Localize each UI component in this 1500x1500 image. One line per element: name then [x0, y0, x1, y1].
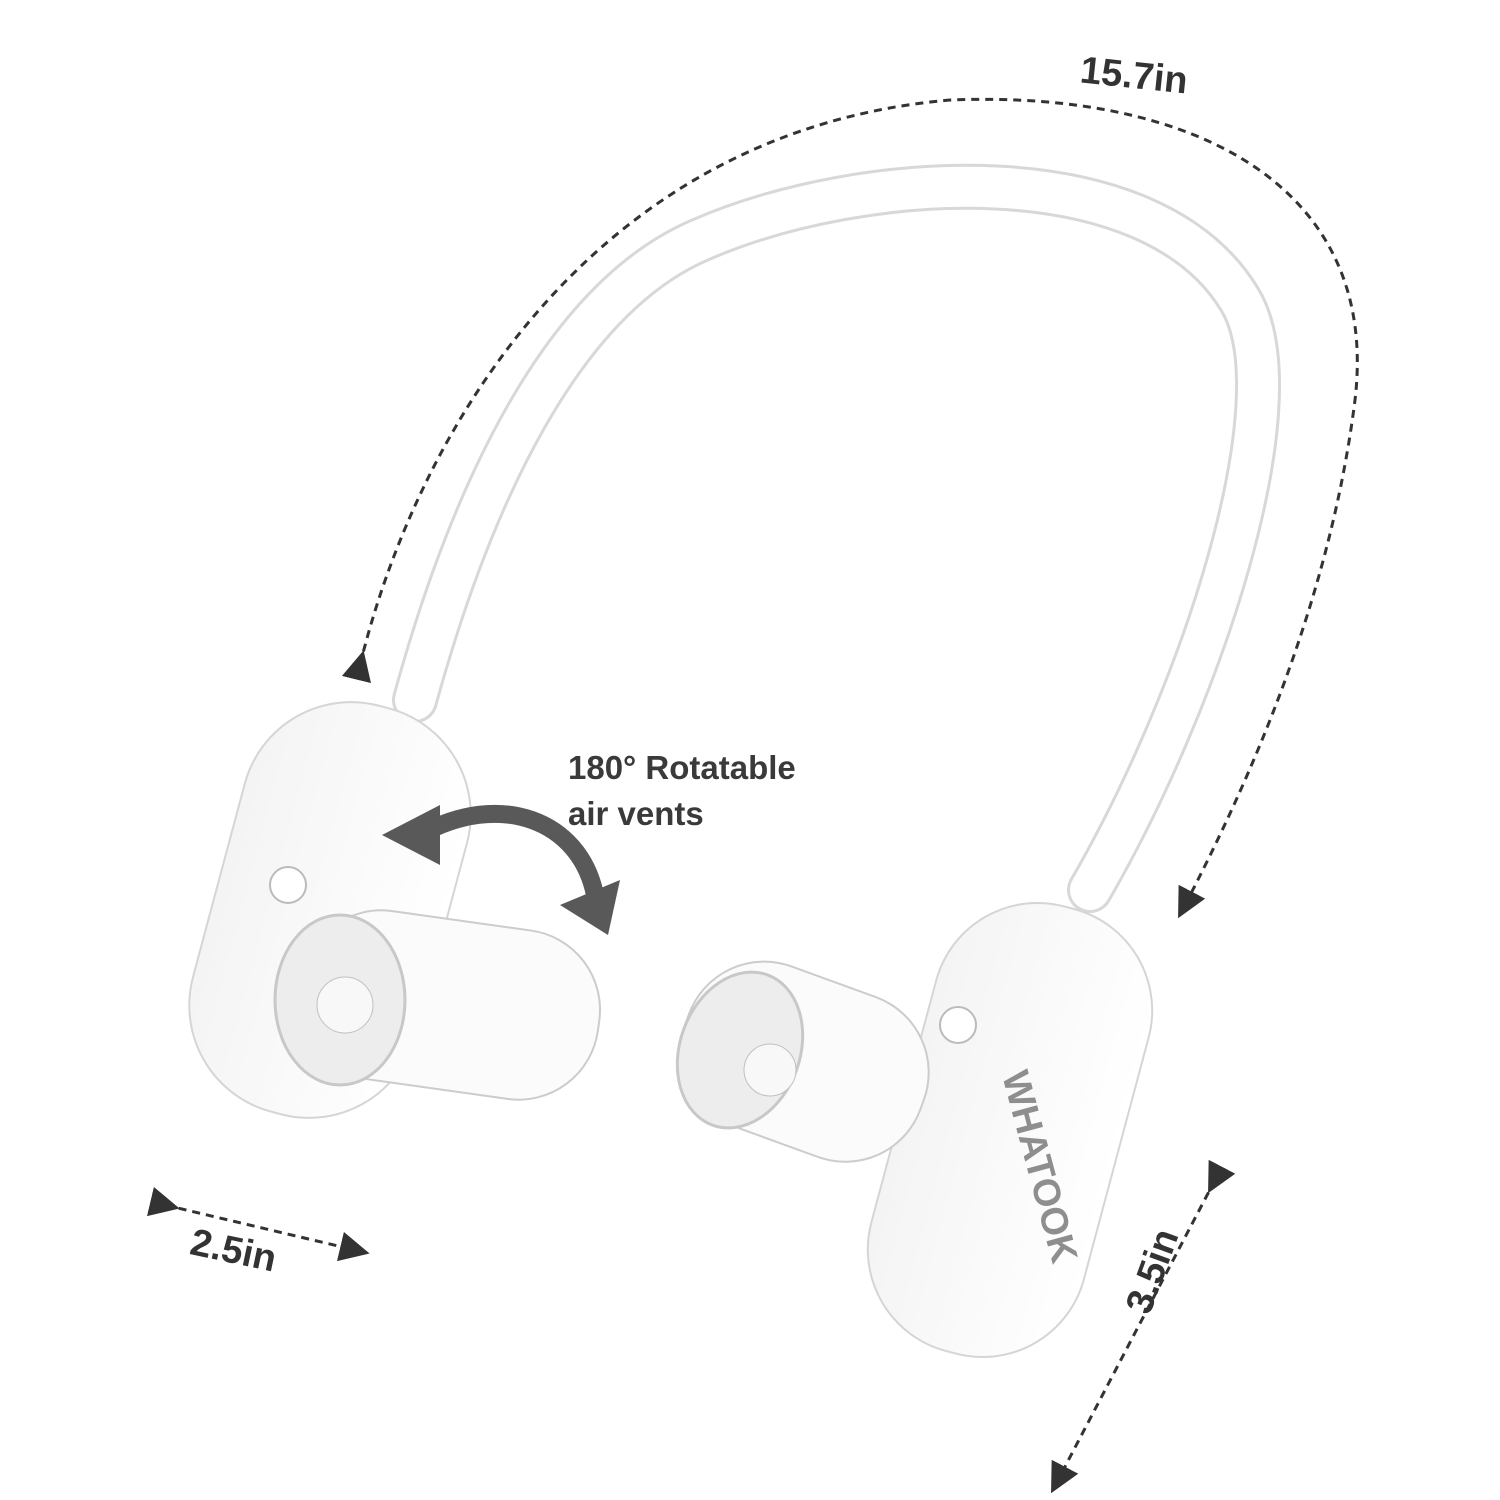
callout-line-2: air vents	[568, 795, 704, 832]
right-air-vent	[675, 960, 930, 1163]
body-height-dimension-line	[1051, 1159, 1236, 1494]
left-air-vent	[273, 909, 602, 1101]
rotatable-vents-callout: 180° Rotatable air vents	[568, 745, 796, 837]
vent-width-dimension-line	[146, 1186, 370, 1262]
rotation-arrow-icon	[415, 804, 604, 898]
callout-line-1: 180° Rotatable	[568, 749, 796, 786]
band-length-dimension-line	[341, 97, 1359, 919]
right-power-button-icon	[939, 1006, 977, 1044]
left-power-button-icon	[269, 866, 307, 904]
